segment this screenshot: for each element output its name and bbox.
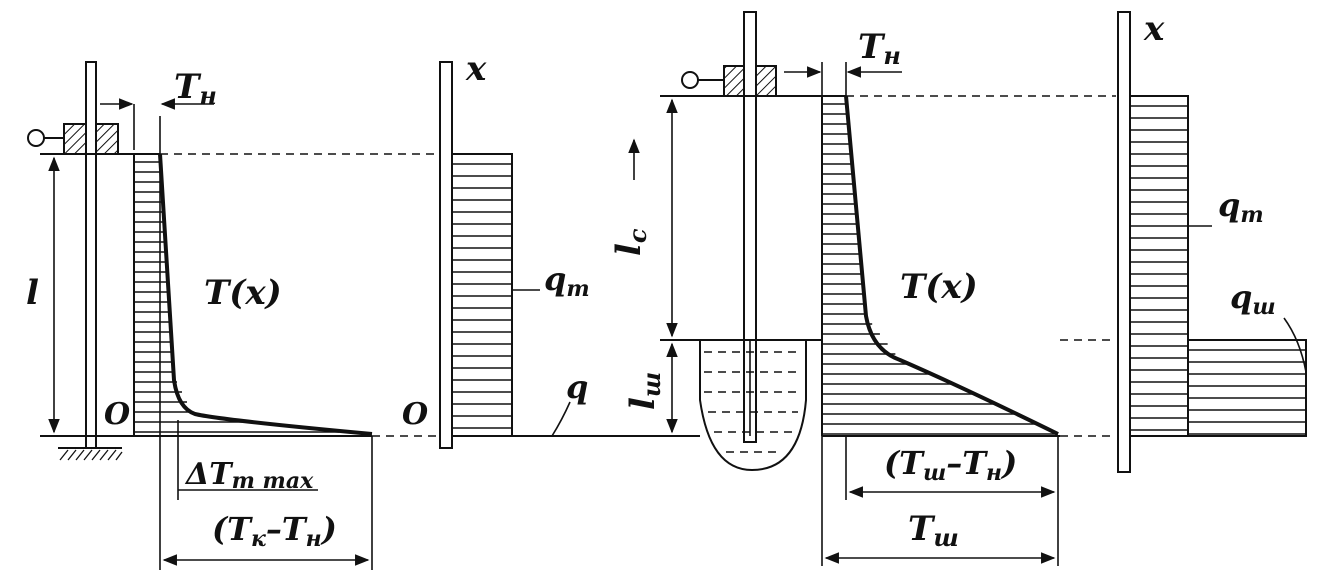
label-qsh-sub: ш <box>1252 294 1275 320</box>
svg-text:(Tш–Tн): (Tш–Tн) <box>884 444 1017 486</box>
label-qsh: q <box>1230 278 1252 316</box>
label-lsh: l <box>623 397 663 410</box>
label-qt-mid: q <box>544 260 566 298</box>
left-Tx-curve <box>158 153 373 436</box>
Tn-right-indicator: Tн <box>784 27 902 78</box>
right-rod <box>743 11 757 443</box>
melt-surface-dashes <box>704 351 800 453</box>
label-dT-sub: т max <box>232 468 314 494</box>
delta-T-max-dimension: ΔTт max <box>178 457 318 494</box>
label-Tk-sub: к <box>251 526 266 552</box>
thermocouple-junction <box>27 129 45 147</box>
heater-block-left <box>63 123 87 155</box>
svg-text:(Tк–Tн): (Tк–Tн) <box>212 510 337 552</box>
right-flux-hatching <box>1130 105 1306 435</box>
label-Tsh: T <box>908 509 936 549</box>
Tsh-dimension: Tш <box>824 509 1056 564</box>
middle-flux-panel: x O qт q <box>372 49 672 449</box>
label-dT: ΔT <box>184 457 234 492</box>
label-x-mid: x <box>465 49 487 89</box>
thermocouple-junction-right <box>681 71 699 89</box>
middle-rod <box>439 61 453 449</box>
Tsh-Tn-dimension: (Tш–Tн) <box>848 444 1056 498</box>
right-temperature-profile <box>821 62 1060 566</box>
svg-text:qт: qт <box>544 260 590 302</box>
label-Tsh-dash: –T <box>946 444 988 482</box>
label-Tk-open: (T <box>212 510 253 548</box>
label-Tsh-Tn-sub: н <box>986 460 1002 486</box>
label-x-right: x <box>1143 9 1165 49</box>
heater-block-r2 <box>755 65 777 97</box>
melt-bath <box>699 339 807 472</box>
svg-text:Tш: Tш <box>908 509 959 552</box>
label-q-bottom: q <box>566 368 588 406</box>
svg-text:qш: qш <box>1230 278 1276 320</box>
label-Tsh-sub: ш <box>923 460 946 486</box>
label-O-mid: O <box>402 397 428 432</box>
lsh-dimension: lш <box>623 342 678 434</box>
label-Tx-right: T(x) <box>900 267 978 307</box>
length-dimension-l: l <box>26 156 60 434</box>
svg-text:lш: lш <box>623 372 666 410</box>
Tn-left-indicator: Tн <box>100 67 217 110</box>
right-flux-rod <box>1117 11 1131 473</box>
label-Tsh-open: (T <box>884 444 925 482</box>
label-Tn-right-sub: н <box>883 41 901 70</box>
svg-text:qт: qт <box>1218 186 1264 228</box>
label-Tsh-only-sub: ш <box>933 523 958 552</box>
right-Tx-curve <box>844 95 1059 436</box>
label-Tn-left-sub: н <box>199 81 217 110</box>
label-Tk-dash: –T <box>266 510 308 548</box>
label-qt-mid-sub: т <box>566 276 589 302</box>
label-lsh-sub: ш <box>637 372 666 397</box>
label-Tx-left: T(x) <box>204 273 282 313</box>
svg-text:Tн: Tн <box>174 67 217 110</box>
middle-flux-hatching <box>452 163 512 429</box>
left-rod <box>85 61 97 449</box>
label-l: l <box>26 273 39 313</box>
label-Tk-close: ) <box>320 510 337 548</box>
label-O-left: O <box>104 397 130 432</box>
svg-text:ΔTт max: ΔTт max <box>184 457 314 494</box>
heater-block-right <box>95 123 119 155</box>
label-Tn-right: T <box>858 27 886 67</box>
label-lc: l <box>609 243 649 256</box>
heater-block-r1 <box>723 65 745 97</box>
right-apparatus <box>660 11 1116 472</box>
svg-text:lc: lc <box>609 228 652 256</box>
right-profile-hatching <box>822 103 1058 435</box>
label-lc-sub: c <box>623 228 652 243</box>
svg-text:Tн: Tн <box>858 27 901 70</box>
label-Tsh-close: ) <box>1000 444 1017 482</box>
ground-hatch <box>59 449 123 461</box>
lc-dimension: lc <box>609 98 678 338</box>
label-qt-right: q <box>1218 186 1240 224</box>
left-temperature-profile <box>133 104 373 570</box>
label-qt-right-sub: т <box>1240 202 1263 228</box>
label-Tk-Tn-sub: н <box>306 526 322 552</box>
label-Tn-left: T <box>174 67 202 107</box>
right-flux-panel: x qт qш <box>1117 9 1307 473</box>
left-rod-assembly <box>27 61 438 461</box>
Tk-Tn-dimension: (Tк–Tн) <box>162 510 370 566</box>
